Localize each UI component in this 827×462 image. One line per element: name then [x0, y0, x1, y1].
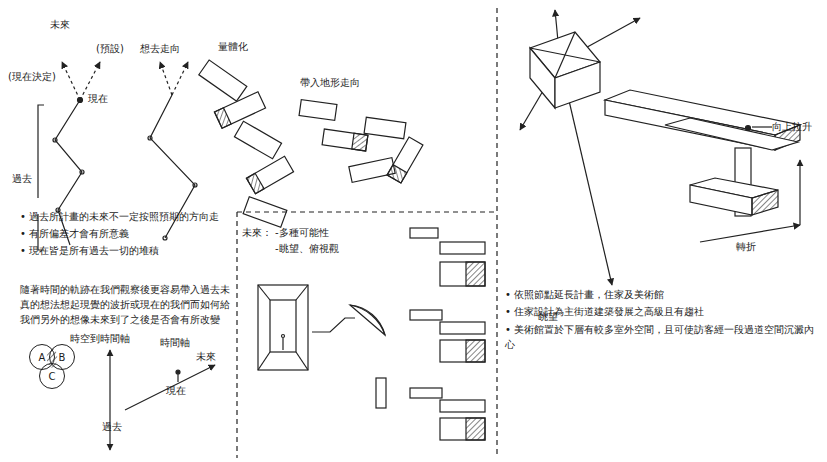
- note-text: • 住家設計為主街道建築發展之高級且有趨社: [505, 305, 704, 319]
- note-text: • 過去所計畫的未來不一定按照預期的方向走: [20, 210, 219, 224]
- note-text: 過去: [12, 172, 32, 186]
- note-text: 量體化: [218, 40, 248, 54]
- note-text: 向上拉升: [772, 120, 812, 134]
- note-text: 現在: [166, 384, 186, 398]
- note-text: • 依照節點延長計畫，住家及美術館: [505, 288, 664, 302]
- note-text: 隨著時間的軌跡在我們觀察後更容易帶入過去未真的想法想起現覺的波折或現在的我們而如…: [20, 282, 235, 327]
- note-text: 時間軸: [160, 336, 190, 350]
- note-text: 未來: [196, 350, 216, 364]
- circle-letter: B: [59, 352, 66, 363]
- venn-circle: A: [29, 344, 55, 370]
- note-text: 想去走向: [140, 42, 180, 56]
- venn-circle: B: [49, 344, 75, 370]
- note-text: 帶入地形走向: [300, 76, 360, 90]
- note-text: • 美術館置於下層有較多室外空間，且可使訪客經一段過道空間沉澱內心: [505, 322, 820, 352]
- note-text: (現在決定): [8, 70, 56, 84]
- note-text: 轉折: [736, 240, 756, 254]
- note-text: 現在: [88, 92, 108, 106]
- circle-letter: A: [39, 352, 46, 363]
- note-text: -眺望、俯視觀: [275, 242, 339, 256]
- note-text: • 有所偏差才會有所意義: [20, 227, 129, 241]
- note-text: 未來：: [242, 226, 272, 240]
- venn-circle: C: [39, 363, 65, 389]
- note-text: (預設): [96, 42, 124, 56]
- note-text: -多種可能性: [275, 226, 329, 240]
- note-text: 過去: [102, 420, 122, 434]
- circle-letter: C: [49, 371, 56, 382]
- note-text: 時空到時間軸: [70, 332, 130, 346]
- note-text: • 現在皆是所有過去一切的堆積: [20, 244, 159, 258]
- note-text: 未來: [50, 18, 70, 32]
